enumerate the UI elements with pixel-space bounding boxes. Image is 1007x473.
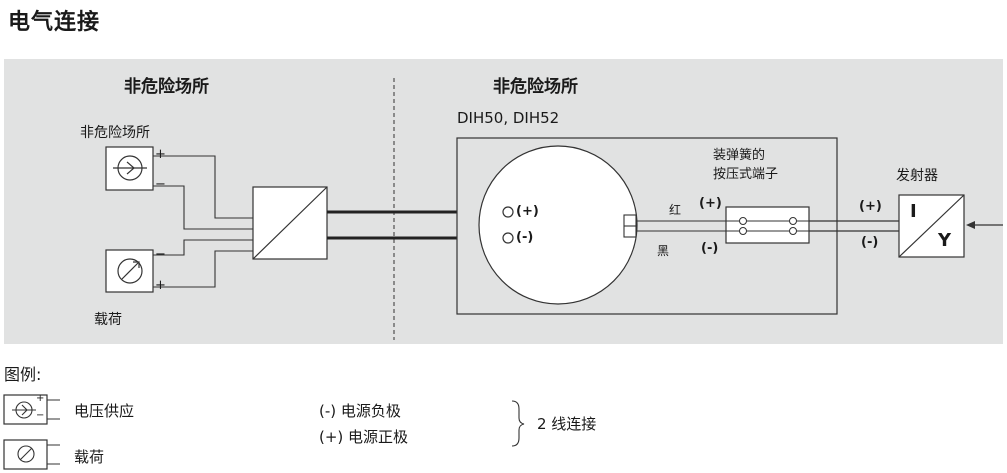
spring-terminal-label-1: 装弹簧的 (713, 148, 766, 163)
device-terminal-plus: (+) (516, 204, 539, 219)
inner-minus-label: (-) (701, 241, 719, 256)
power-supply-symbol (105, 146, 154, 191)
internal-connector (623, 214, 637, 238)
device-model-label: DIH50, DIH52 (457, 109, 560, 127)
legend-minus-item: (-) 电源负极 (319, 402, 401, 420)
legend-supply-label: 电压供应 (74, 402, 135, 420)
page-title: 电气连接 (8, 10, 101, 35)
legend-supply-icon (3, 394, 60, 425)
transmitter-input-symbol: I (910, 201, 917, 222)
transmitter-wires (809, 220, 899, 232)
wire-red-label: 红 (669, 203, 682, 217)
load-label: 载荷 (94, 312, 122, 328)
internal-wires (636, 220, 726, 232)
supply-area-label: 非危险场所 (80, 125, 150, 141)
supply-minus-sign: − (155, 177, 166, 192)
legend-plus-item: (+) 电源正极 (319, 428, 409, 446)
load-plus-sign: + (155, 278, 166, 293)
device-body-circle (478, 145, 638, 305)
legend-title: 图例: (4, 365, 42, 384)
load-symbol (105, 249, 154, 293)
zone-heading-left: 非危险场所 (124, 77, 209, 97)
transmitter-label: 发射器 (896, 168, 938, 184)
wire-black-label: 黑 (657, 244, 670, 258)
legend-load-icon (3, 439, 60, 470)
transmitter-symbol (898, 194, 965, 258)
supply-plus-sign: + (155, 147, 166, 162)
transmitter-plus-label: (+) (859, 199, 882, 214)
spring-terminal-block (725, 206, 810, 244)
spring-terminal-label-2: 按压式端子 (713, 167, 779, 182)
load-minus-sign: − (155, 247, 166, 262)
zone-heading-right: 非危险场所 (493, 77, 578, 97)
transmitter-minus-label: (-) (861, 235, 879, 250)
legend-icon-plus: + (36, 393, 45, 404)
legend-load-label: 载荷 (74, 448, 105, 466)
terminal-minus-dot (502, 232, 514, 244)
left-wiring (153, 155, 253, 288)
legend-two-wire-label: 2 线连接 (537, 415, 597, 433)
inner-plus-label: (+) (699, 196, 722, 211)
legend-brace (511, 400, 525, 447)
converter-symbol (252, 186, 328, 260)
legend-icon-minus: − (36, 410, 45, 421)
terminal-plus-dot (502, 206, 514, 218)
device-terminal-minus: (-) (516, 230, 534, 245)
transmitter-output-symbol: Y (938, 230, 952, 251)
input-arrow (966, 221, 1003, 229)
